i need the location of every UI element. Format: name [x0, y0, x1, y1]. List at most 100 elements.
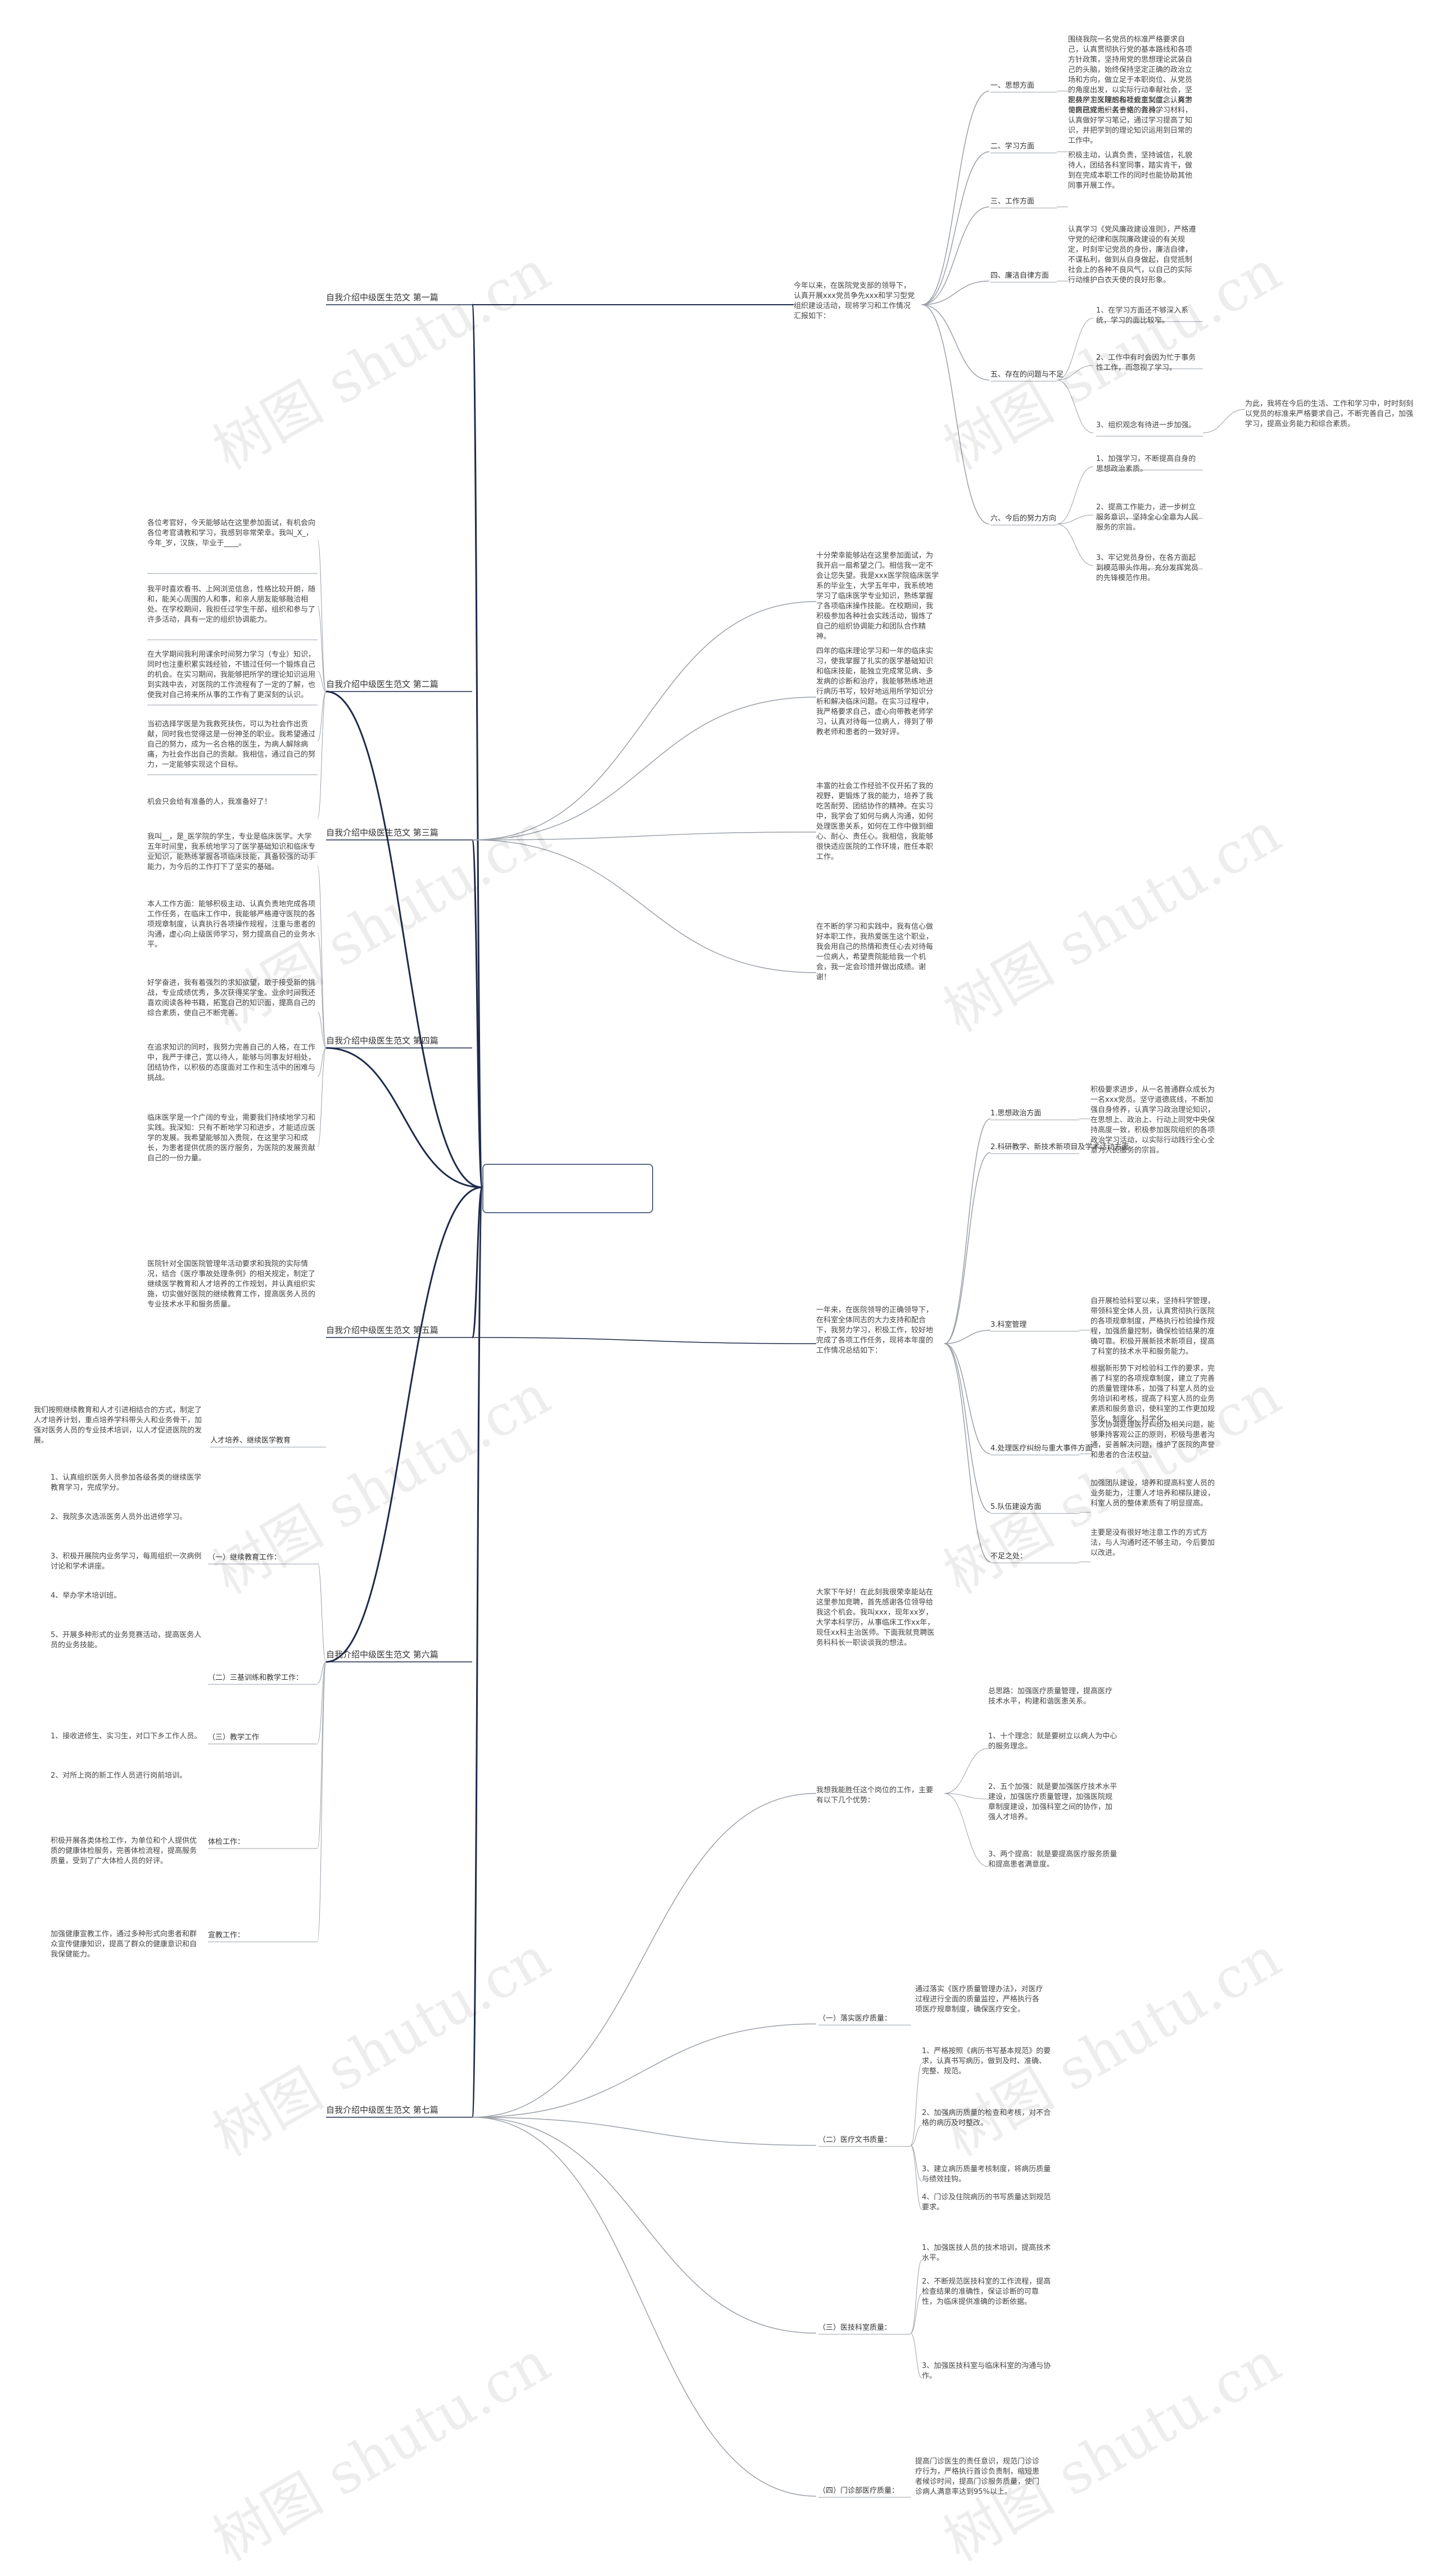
branch-1-sub-1-text[interactable]: 围绕我院一名党员的标准严格要求自己，认真贯彻执行党的基本路线和各项方针政策，坚持… — [1068, 35, 1193, 115]
branch-1-sub-1[interactable]: 一、思想方面 — [990, 82, 1035, 90]
branch-1-sub-5-note[interactable]: 为此，我将在今后的生活、工作和学习中，时时刻刻以党员的标准来严格要求自己，不断完… — [1245, 400, 1414, 428]
branch-7-group-3-item-3[interactable]: 3、加强医技科室与临床科室的沟通与协作。 — [922, 2362, 1051, 2380]
connector-line — [317, 691, 327, 742]
branch-4-para-5[interactable]: 临床医学是一个广阔的专业，需要我们持续地学习和实践。我深知：只有不断地学习和进步… — [147, 1114, 316, 1163]
branch-label-3[interactable]: 自我介绍中级医生范文 第三篇 — [326, 828, 438, 838]
branch-5-sub-6-text[interactable]: 主要是没有很好地注意工作的方式方法，与人沟通时还不够主动，今后要加以改进。 — [1090, 1529, 1215, 1557]
branch-2-para-4[interactable]: 当初选择学医是为我救死扶伤，可以为社会作出贡献，同时我也觉得这是一份神圣的职业。… — [147, 720, 316, 769]
branch-5-sub-4-text[interactable]: 多次协调处理医疗纠纷及相关问题，能够秉持客观公正的原则，积极与患者沟通，妥善解决… — [1090, 1421, 1215, 1459]
branch-3-para-1[interactable]: 十分荣幸能够站在这里参加面试，为我开启一扇希望之门。相信我一定不会让您失望。我是… — [816, 552, 939, 641]
branch-label-1[interactable]: 自我介绍中级医生范文 第一篇 — [326, 292, 438, 302]
branch-7-group-1[interactable]: （一）落实医疗质量： — [818, 2014, 892, 2023]
branch-6-group-5-item-1[interactable]: 加强健康宣教工作，通过多种形式向患者和群众宣传健康知识，提高了群众的健康意识和自… — [51, 1930, 197, 1959]
branch-7-intro2[interactable]: 我想我能胜任这个岗位的工作，主要有以下几个优势： — [816, 1786, 934, 1805]
branch-label-6[interactable]: 自我介绍中级医生范文 第六篇 — [326, 1649, 438, 1660]
branch-5-sub-5-text[interactable]: 加强团队建设，培养和提高科室人员的业务能力，注重人才培养和梯队建设，科室人员的整… — [1090, 1479, 1215, 1508]
branch-6-group-3-item-2[interactable]: 2、对所上岗的新工作人员进行岗前培训。 — [51, 1771, 187, 1780]
branch-6-group-1-item-5[interactable]: 5、开展多种形式的业务竞赛活动，提高医务人员的业务技能。 — [51, 1631, 202, 1649]
branch-6-group-3-item-1[interactable]: 1、接收进修生、实习生，对口下乡工作人员。 — [51, 1732, 202, 1741]
branch-6-para-1[interactable]: 医院针对全国医院管理年活动要求和我院的实际情况，结合《医疗事故处理条例》的相关规… — [147, 1260, 316, 1309]
branch-7-group-3-item-1[interactable]: 1、加强医技人员的技术培训，提高技术水平。 — [922, 2244, 1051, 2262]
branch-1-sub-5-item-2[interactable]: 2、工作中有时会因为忙于事务性工作，而忽视了学习。 — [1096, 354, 1196, 372]
branch-1-sub-6-item-2[interactable]: 2、提高工作能力，进一步树立服务意识，坚持全心全意为人民服务的宗旨。 — [1096, 503, 1199, 532]
branch-1-sub-6[interactable]: 六、今后的努力方向 — [990, 514, 1057, 523]
branch-5-intro[interactable]: 一年来，在医院领导的正确领导下，在科室全体同志的大力支持和配合下，我努力学习，积… — [816, 1306, 934, 1355]
branch-7-point-3[interactable]: 3、两个提高：就是要提高医疗服务质量和提高患者满意度。 — [988, 1850, 1117, 1869]
branch-2-para-1[interactable]: 各位考官好，今天能够站在这里参加面试，有机会向各位考官请教和学习，我感到非常荣幸… — [147, 519, 316, 548]
connector-line — [472, 2117, 817, 2334]
branch-5-sub-3-text[interactable]: 自开展检验科室以来，坚持科学管理，带领科室全体人员，认真贯彻执行医院的各项规章制… — [1090, 1297, 1215, 1356]
branch-7-group-2-item-3[interactable]: 3、建立病历质量考核制度，将病历质量与绩效挂钩。 — [922, 2165, 1051, 2184]
branch-1-sub-4-text[interactable]: 认真学习《党风廉政建设准则》，严格遵守党的纪律和医院廉政建设的有关规定，时刻牢记… — [1068, 225, 1196, 284]
branch-7-group-2[interactable]: （二）医疗文书质量： — [818, 2136, 892, 2144]
branch-6-group-5[interactable]: 宣教工作： — [208, 1931, 245, 1940]
branch-label-2[interactable]: 自我介绍中级医生范文 第二篇 — [326, 679, 438, 689]
branch-4-para-1[interactable]: 我叫__，是_医学院的学生，专业是临床医学。大学五年时间里，我系统地学习了医学基… — [147, 833, 316, 871]
branch-7-intro[interactable]: 大家下午好！在此刻我很荣幸能站在这里参加竞聘，首先感谢各位领导给我这个机会。我叫… — [816, 1588, 935, 1647]
branch-2-para-3[interactable]: 在大学期间我利用课余时间努力学习（专业）知识，同时也注重积累实践经验，不错过任何… — [147, 650, 316, 699]
branch-4-para-2[interactable]: 本人工作方面：能够积极主动、认真负责地完成各项工作任务，在临床工作中，我能够严格… — [147, 900, 316, 949]
branch-1-sub-4[interactable]: 四、廉洁自律方面 — [990, 272, 1049, 280]
branch-7-group-3[interactable]: （三）医技科室质量： — [818, 2324, 892, 2332]
branch-4-para-4[interactable]: 在追求知识的同时，我努力完善自己的人格，在工作中，我严于律己，宽以待人，能够与同… — [147, 1043, 316, 1082]
branch-label-7[interactable]: 自我介绍中级医生范文 第七篇 — [326, 2105, 438, 2115]
branch-7-group-2-item-4[interactable]: 4、门诊及住院病历的书写质量达到规范要求。 — [922, 2193, 1051, 2212]
branch-1-sub-5-item-1[interactable]: 1、在学习方面还不够深入系统，学习的面比较窄。 — [1096, 306, 1189, 325]
connector-line — [944, 1343, 991, 1562]
connector-line — [472, 831, 817, 840]
branch-6-group-4[interactable]: 体检工作： — [208, 1838, 245, 1846]
branch-6-group-2[interactable]: （二）三基训练和教学工作： — [208, 1674, 304, 1682]
branch-1-sub-6-item-1[interactable]: 1、加强学习，不断提高自身的思想政治素质。 — [1096, 455, 1196, 473]
branch-6-top-note[interactable]: 我们按照继续教育和人才引进相结合的方式，制定了人才培养计划，重点培养学科带头人和… — [34, 1406, 202, 1445]
branch-7-point-1[interactable]: 1、十个理念：就是要树立以病人为中心的服务理念。 — [988, 1732, 1117, 1751]
branch-7-points-intro[interactable]: 总思路：加强医疗质量管理，提高医疗技术水平，构建和谐医患关系。 — [988, 1687, 1113, 1706]
branch-6-group-1-item-3[interactable]: 3、积极开展院内业务学习，每周组织一次病例讨论和学术讲座。 — [51, 1552, 202, 1571]
connector-line — [921, 151, 990, 305]
branch-5-sub-5[interactable]: 5.队伍建设方面 — [990, 1503, 1042, 1511]
branch-7-point-2[interactable]: 2、五个加强：就是要加强医疗技术水平建设，加强医疗质量管理，加强医院规章制度建设… — [988, 1783, 1117, 1822]
branch-6-group-4-item-1[interactable]: 积极开展各类体检工作，为单位和个人提供优质的健康体检服务，完善体检流程，提高服务… — [51, 1837, 197, 1865]
branch-5-sub-1-text[interactable]: 积极要求进步，从一名普通群众成长为一名xxx党员。坚守道德底线，不断加强自身修养… — [1090, 1086, 1215, 1155]
connector-line — [944, 1118, 991, 1344]
branch-2-para-5[interactable]: 机会只会给有准备的人，我准备好了！ — [147, 798, 272, 806]
branch-7-group-2-item-2[interactable]: 2、加强病历质量的检查和考核，对不合格的病历及时整改。 — [922, 2109, 1051, 2127]
branch-7-group-4-text[interactable]: 提高门诊医生的责任意识，规范门诊诊疗行为，严格执行首诊负责制，缩短患者候诊时间，… — [915, 2457, 1040, 2496]
connector-line — [1056, 514, 1094, 525]
branch-1-sub-2-text[interactable]: 积极学习医院的各项规章制度，认真学习医院党组织关于党的各种学习材料，认真做好学习… — [1068, 96, 1193, 145]
branch-3-para-4[interactable]: 在不断的学习和实践中，我有信心做好本职工作，我热爱医生这个职业，我会用自己的热情… — [816, 923, 934, 982]
branch-5-sub-1[interactable]: 1.思想政治方面 — [990, 1109, 1042, 1118]
branch-5-sub-3[interactable]: 3.科室管理 — [990, 1321, 1027, 1329]
connector-line — [472, 601, 817, 840]
branch-5-sub-3-text2[interactable]: 根据新形势下对检验科工作的要求，完善了科室的各项规章制度，建立了完善的质量管理体… — [1090, 1364, 1215, 1423]
branch-label-4[interactable]: 自我介绍中级医生范文 第四篇 — [326, 1036, 438, 1046]
branch-6-group-1-item-4[interactable]: 4、举办学术培训班。 — [51, 1592, 121, 1600]
root-node[interactable] — [482, 1164, 653, 1213]
branch-label-5[interactable]: 自我介绍中级医生范文 第五篇 — [326, 1325, 438, 1335]
branch-7-group-4[interactable]: （四）门诊部医疗质量： — [818, 2487, 899, 2495]
branch-1-sub-5[interactable]: 五、存在的问题与不足 — [990, 370, 1064, 379]
branch-6-group-1[interactable]: （一）继续教育工作： — [208, 1553, 282, 1562]
branch-6-group-1-item-2[interactable]: 2、我院多次选派医务人员外出进修学习。 — [51, 1513, 187, 1521]
branch-7-group-3-item-2[interactable]: 2、不断规范医技科室的工作流程，提高检查结果的准确性，保证诊断的可靠性，为临床提… — [922, 2277, 1051, 2306]
connector-line — [317, 1661, 327, 1941]
branch-3-para-2[interactable]: 四年的临床理论学习和一年的临床实习，使我掌握了扎实的医学基础知识和临床技能，能独… — [816, 647, 934, 736]
branch-1-sub-6-item-3[interactable]: 3、牢记党员身份，在各方面起到模范带头作用，充分发挥党员的先锋模范作用。 — [1096, 554, 1199, 582]
branch-5-sub-6[interactable]: 不足之处： — [990, 1552, 1028, 1561]
branch-1-sub-2[interactable]: 二、学习方面 — [990, 142, 1035, 151]
branch-4-para-3[interactable]: 好学奋进，我有着强烈的求知欲望，敢于接受新的挑战，专业成绩优秀，多次获得奖学金。… — [147, 979, 316, 1018]
connector-line — [317, 1047, 327, 1147]
branch-1-intro[interactable]: 今年以来，在医院党支部的领导下，认真开展xxx党员争先xxx和学习型党组织建设活… — [794, 282, 915, 320]
branch-5-sub-4[interactable]: 4.处理医疗纠纷与重大事件方面 — [990, 1444, 1093, 1453]
branch-6-group-1-item-1[interactable]: 1、认真组织医务人员参加各级各类的继续医学教育学习，完成学分。 — [51, 1474, 202, 1492]
branch-7-group-2-item-1[interactable]: 1、严格按照《病历书写基本规范》的要求，认真书写病历，做到及时、准确、完整、规范… — [922, 2047, 1051, 2076]
branch-1-sub-5-item-3[interactable]: 3、组织观念有待进一步加强。 — [1096, 421, 1196, 430]
branch-6-middle-label[interactable]: 人才培养、继续医学教育 — [210, 1436, 291, 1445]
branch-1-sub-3-text[interactable]: 积极主动，认真负责，坚持诚信，礼貌待人，团结各科室同事，踏实肯干，做到在完成本职… — [1068, 151, 1193, 190]
connector-line — [921, 281, 990, 305]
branch-3-para-3[interactable]: 丰富的社会工作经验不仅开拓了我的视野，更锻炼了我的能力，培养了我吃苦耐劳、团结协… — [816, 782, 934, 861]
branch-1-sub-3[interactable]: 三、工作方面 — [990, 197, 1035, 206]
branch-5-sub-2[interactable]: 2.科研教学、新技术新项目及学术活动方面 — [990, 1143, 1129, 1151]
branch-7-group-1-text[interactable]: 通过落实《医疗质量管理办法》，对医疗过程进行全面的质量监控，严格执行各项医疗规章… — [915, 1985, 1043, 2014]
branch-2-para-2[interactable]: 我平时喜欢看书、上网浏览信息，性格比较开朗，随和，能关心周围的人和事，和亲人朋友… — [147, 585, 316, 624]
branch-6-group-3[interactable]: （三）教学工作 — [208, 1733, 260, 1742]
